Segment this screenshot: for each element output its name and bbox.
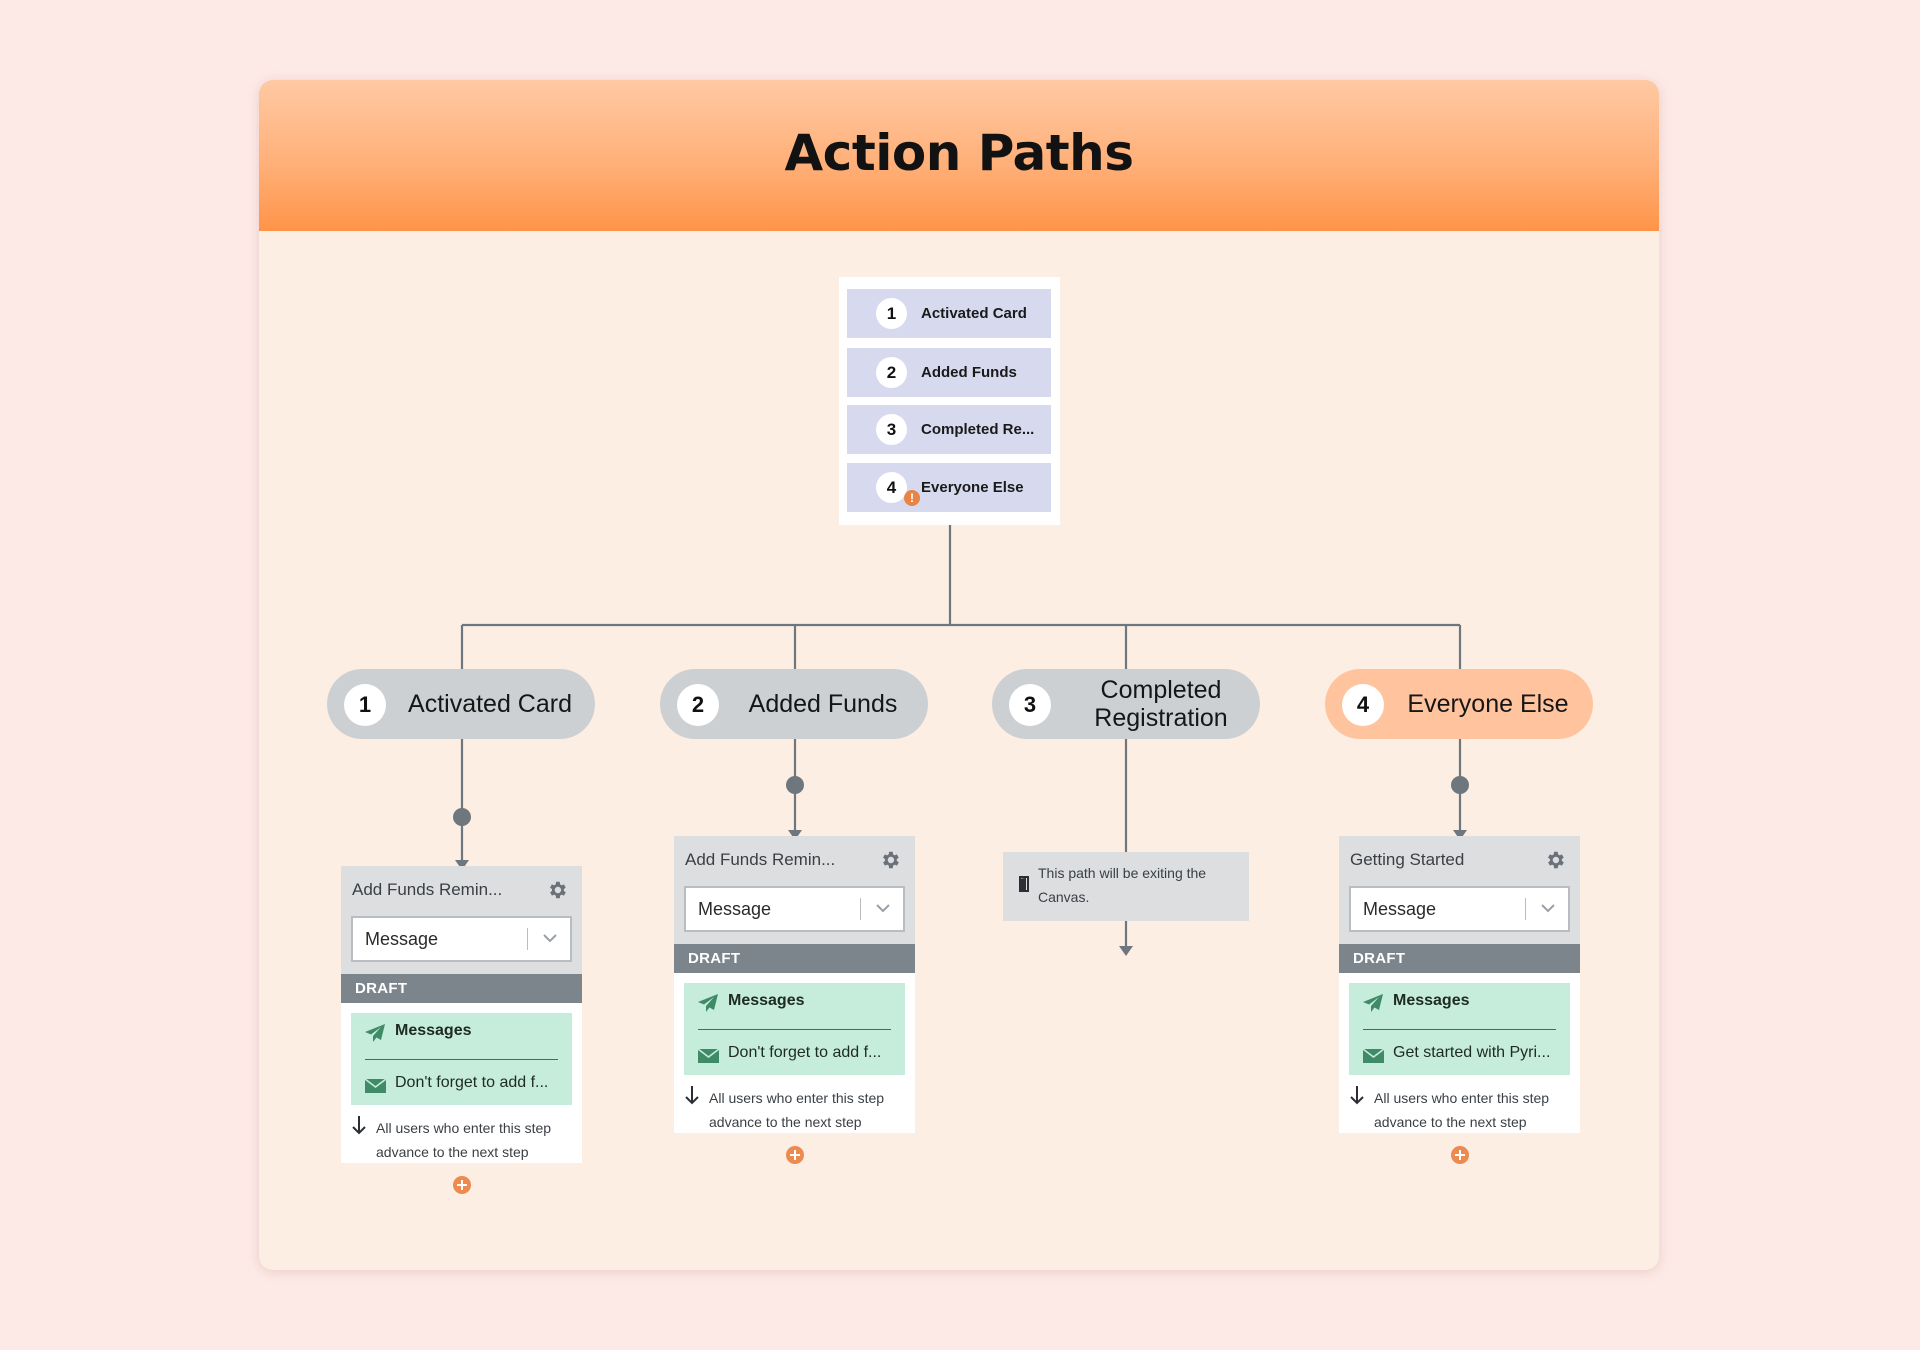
- select-divider: [527, 928, 528, 950]
- paper-plane-icon: [698, 994, 718, 1012]
- path-number: 2: [677, 684, 719, 726]
- path-label: Activated Card: [408, 690, 572, 718]
- divider: [1363, 1029, 1556, 1030]
- warning-icon: !: [904, 490, 920, 506]
- chevron-down-icon: [1541, 904, 1555, 913]
- path-number: 4: [1342, 684, 1384, 726]
- message-preview: Don't forget to add f...: [395, 1074, 549, 1091]
- envelope-icon: [1363, 1049, 1384, 1063]
- messages-title: Messages: [728, 992, 805, 1009]
- step-header: Add Funds Remin... Message: [674, 836, 915, 944]
- split-item-number: 3: [876, 414, 907, 445]
- path-pill-1[interactable]: 1 Activated Card: [327, 669, 595, 739]
- advance-text: All users who enter this step advance to…: [1374, 1090, 1550, 1130]
- divider: [365, 1059, 558, 1060]
- arrow-down-icon: [1350, 1086, 1364, 1105]
- split-item-label: Completed Re...: [921, 421, 1035, 438]
- paper-plane-icon: [1363, 994, 1383, 1012]
- exit-notice: This path will be exiting the Canvas.: [1003, 852, 1249, 921]
- exit-text: This path will be exiting the Canvas.: [1038, 865, 1207, 905]
- arrow-down-icon: [352, 1116, 366, 1135]
- path-number: 3: [1009, 684, 1051, 726]
- select-divider: [860, 898, 861, 920]
- path-label: Completed Registration: [1094, 676, 1228, 732]
- split-item[interactable]: 2 Added Funds: [847, 348, 1051, 397]
- advance-info: All users who enter this step advance to…: [674, 1075, 915, 1133]
- split-item-number: 1: [876, 298, 907, 329]
- chevron-down-icon: [876, 904, 890, 913]
- paper-plane-icon: [365, 1024, 385, 1042]
- gear-icon[interactable]: [879, 849, 901, 871]
- message-step-card[interactable]: Add Funds Remin... Message DRAFT Message…: [674, 836, 915, 1133]
- split-item-label: Everyone Else: [921, 479, 1024, 496]
- path-pill-4[interactable]: 4 Everyone Else: [1325, 669, 1593, 739]
- split-item-number: 2: [876, 357, 907, 388]
- plus-icon[interactable]: [786, 1146, 804, 1164]
- split-item[interactable]: 1 Activated Card: [847, 289, 1051, 338]
- message-step-card[interactable]: Add Funds Remin... Message DRAFT Message…: [341, 866, 582, 1163]
- step-header: Add Funds Remin... Message: [341, 866, 582, 974]
- split-item[interactable]: 4 ! Everyone Else: [847, 463, 1051, 512]
- advance-info: All users who enter this step advance to…: [1339, 1075, 1580, 1133]
- advance-text: All users who enter this step advance to…: [709, 1090, 885, 1130]
- header-banner: Action Paths: [259, 80, 1659, 231]
- message-type-select[interactable]: Message: [351, 916, 572, 962]
- gear-icon[interactable]: [1544, 849, 1566, 871]
- chevron-down-icon: [543, 934, 557, 943]
- divider: [698, 1029, 891, 1030]
- message-type-value: Message: [698, 899, 772, 919]
- message-preview: Get started with Pyri...: [1393, 1044, 1551, 1061]
- step-header: Getting Started Message: [1339, 836, 1580, 944]
- path-pill-2[interactable]: 2 Added Funds: [660, 669, 928, 739]
- path-label: Added Funds: [748, 690, 898, 718]
- envelope-icon: [698, 1049, 719, 1063]
- messages-panel[interactable]: Messages Don't forget to add f...: [351, 1013, 572, 1105]
- split-item-label: Added Funds: [921, 364, 1017, 381]
- select-divider: [1525, 898, 1526, 920]
- split-item-label: Activated Card: [921, 305, 1027, 322]
- message-type-select[interactable]: Message: [684, 886, 905, 932]
- split-item[interactable]: 3 Completed Re...: [847, 405, 1051, 454]
- advance-text: All users who enter this step advance to…: [376, 1120, 552, 1160]
- step-name: Getting Started: [1350, 850, 1465, 869]
- status-badge: DRAFT: [1339, 944, 1580, 973]
- advance-info: All users who enter this step advance to…: [341, 1105, 582, 1163]
- gear-icon[interactable]: [546, 879, 568, 901]
- exit-door-icon: [1019, 876, 1029, 892]
- path-number: 1: [344, 684, 386, 726]
- message-type-select[interactable]: Message: [1349, 886, 1570, 932]
- path-pill-3[interactable]: 3 Completed Registration: [992, 669, 1260, 739]
- path-label: Everyone Else: [1407, 690, 1569, 718]
- path-split-list[interactable]: 1 Activated Card 2 Added Funds 3 Complet…: [839, 277, 1060, 525]
- page-title: Action Paths: [784, 124, 1134, 182]
- plus-icon[interactable]: [453, 1176, 471, 1194]
- plus-icon[interactable]: [1451, 1146, 1469, 1164]
- split-item-number: 4: [876, 472, 907, 503]
- status-badge: DRAFT: [674, 944, 915, 973]
- message-preview: Don't forget to add f...: [728, 1044, 882, 1061]
- message-step-card[interactable]: Getting Started Message DRAFT Messages G…: [1339, 836, 1580, 1133]
- arrow-down-icon: [685, 1086, 699, 1105]
- messages-title: Messages: [395, 1022, 472, 1039]
- step-name: Add Funds Remin...: [685, 850, 836, 869]
- message-type-value: Message: [365, 929, 439, 949]
- status-badge: DRAFT: [341, 974, 582, 1003]
- step-name: Add Funds Remin...: [352, 880, 503, 899]
- messages-title: Messages: [1393, 992, 1470, 1009]
- message-type-value: Message: [1363, 899, 1437, 919]
- envelope-icon: [365, 1079, 386, 1093]
- messages-panel[interactable]: Messages Don't forget to add f...: [684, 983, 905, 1075]
- messages-panel[interactable]: Messages Get started with Pyri...: [1349, 983, 1570, 1075]
